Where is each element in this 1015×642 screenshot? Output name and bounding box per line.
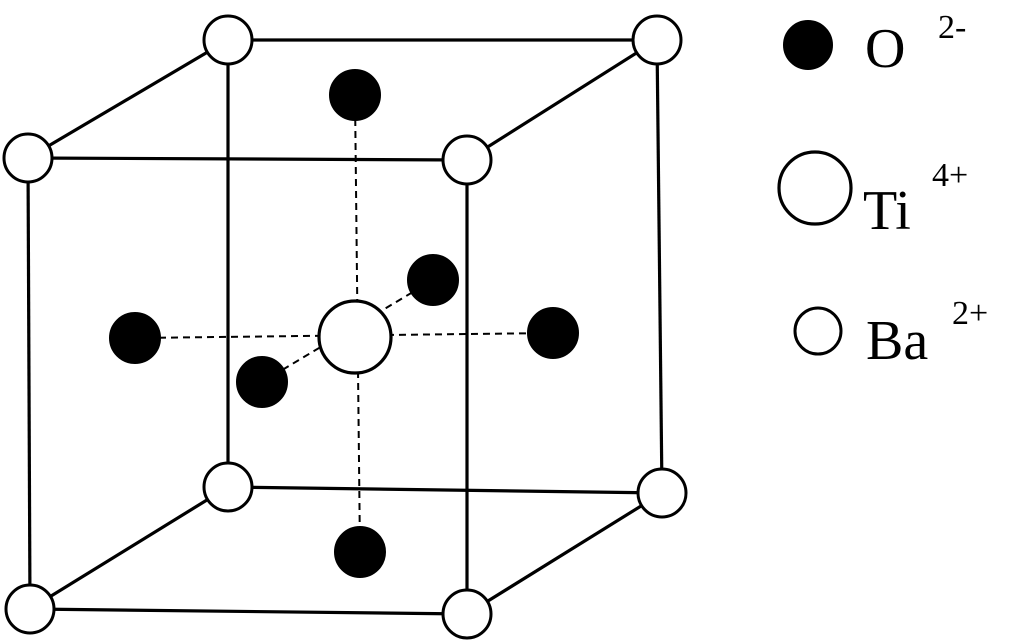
ba-atom	[2, 132, 54, 184]
legend-ti-charge: 4+	[932, 157, 968, 194]
legend-ti-label: Ti	[863, 180, 911, 242]
edge-front-left	[26, 157, 32, 610]
legend-ba-charge: 2+	[952, 295, 988, 332]
edge-back-right	[655, 39, 664, 494]
o-atom	[334, 526, 386, 578]
cube-edges	[26, 38, 664, 616]
legend: O 2- Ti 4+ Ba 2+	[777, 9, 988, 372]
ti-atom	[317, 299, 393, 375]
ba-atom	[636, 467, 688, 519]
edge-diag-top-right	[466, 38, 658, 162]
o-atoms	[109, 69, 579, 578]
legend-o-symbol	[783, 20, 833, 70]
legend-item-o: O 2-	[783, 9, 966, 80]
o-atom	[109, 312, 161, 364]
legend-ba-symbol	[793, 306, 843, 356]
ba-atoms	[2, 14, 688, 640]
edge-diag-bottom-left	[29, 485, 229, 611]
o-atom	[407, 254, 459, 306]
ba-atom	[202, 14, 254, 66]
edge-front-top	[27, 156, 468, 162]
ba-atom	[631, 14, 683, 66]
o-atom	[329, 69, 381, 121]
legend-ti-symbol	[777, 150, 853, 226]
edge-back-bottom	[227, 485, 663, 495]
o-atom	[236, 356, 288, 408]
legend-ba-label: Ba	[866, 310, 928, 372]
legend-item-ba: Ba 2+	[793, 295, 988, 372]
ba-atom	[4, 583, 56, 635]
edge-front-bottom	[29, 607, 468, 616]
legend-o-label: O	[865, 18, 905, 80]
edge-diag-top-left	[27, 38, 229, 160]
legend-item-ti: Ti 4+	[777, 150, 968, 242]
ba-atom	[202, 461, 254, 513]
ba-atom	[441, 588, 493, 640]
legend-o-charge: 2-	[938, 9, 966, 46]
ba-atom	[441, 134, 493, 186]
o-atom	[527, 307, 579, 359]
edge-diag-bottom-right	[466, 491, 663, 616]
